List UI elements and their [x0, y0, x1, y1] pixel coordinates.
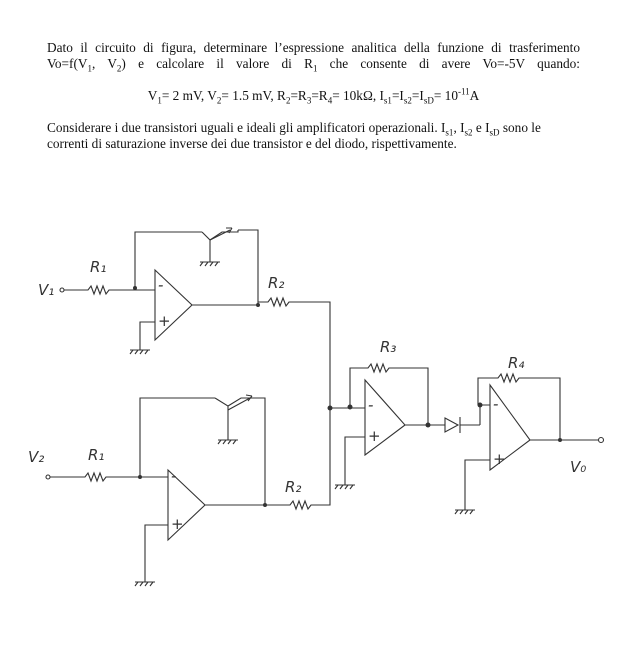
label-vo: V₀ — [570, 458, 586, 476]
opamp-1 — [154, 268, 193, 342]
plus-3: + — [368, 427, 381, 445]
label-v1: V₁ — [38, 281, 54, 299]
minus-2: - — [171, 467, 176, 485]
label-r1-top: R₁ — [90, 258, 106, 276]
diode — [444, 417, 480, 433]
given-values: V1= 2 mV, V2= 1.5 mV, R2=R3=R4= 10kΩ, Is… — [147, 86, 480, 106]
minus-4: - — [493, 395, 498, 413]
opamp-3 — [364, 378, 406, 457]
label-v2: V₂ — [28, 448, 44, 466]
label-r2-bottom: R₂ — [285, 478, 301, 496]
opamp-2 — [167, 468, 206, 542]
label-r2-top: R₂ — [268, 274, 284, 292]
plus-1: + — [158, 312, 171, 330]
label-r1-bottom: R₁ — [88, 446, 104, 464]
label-r4: R₄ — [508, 354, 524, 372]
minus-1: - — [158, 276, 163, 294]
label-r3: R₃ — [380, 338, 396, 356]
minus-3: - — [368, 396, 373, 414]
assumptions: Considerare i due transistori uguali e i… — [47, 120, 541, 151]
opamp-4 — [489, 383, 531, 472]
plus-4: + — [493, 450, 506, 468]
problem-statement: Dato il circuito di figura, determinare … — [47, 40, 580, 74]
plus-2: + — [171, 515, 184, 533]
